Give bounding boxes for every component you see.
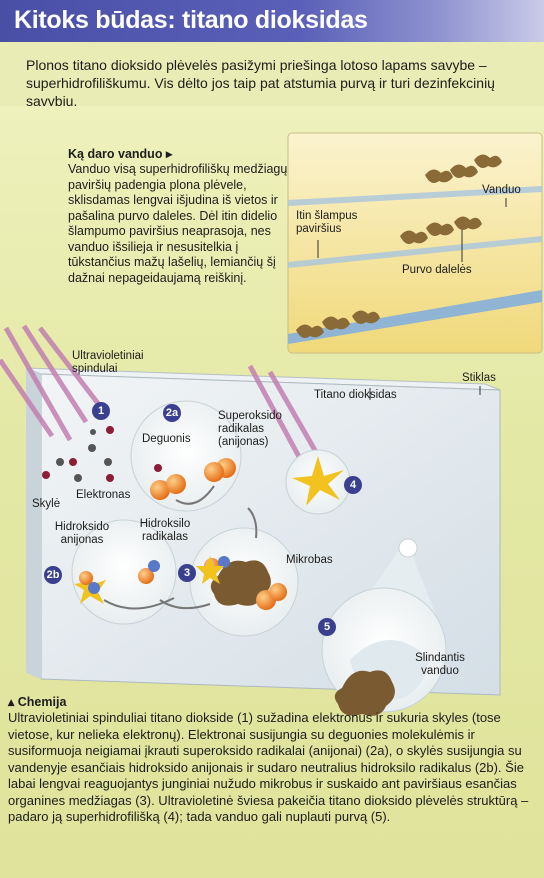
- step-badge-1: 1: [92, 402, 110, 420]
- bubble-microbe: [189, 527, 299, 637]
- electron-hole-pairs: [42, 426, 114, 482]
- label-oxygen: Deguonis: [142, 433, 191, 445]
- dirt-particle-icon: [454, 216, 482, 230]
- label-sliding-water: Slindantis vanduo: [415, 652, 465, 677]
- label-hydroxyl-radical: Hidroksilo radikalas: [139, 518, 191, 543]
- label-uv: Ultravioletiniai spindulai: [72, 350, 144, 375]
- water-inset: [287, 132, 543, 354]
- step-badge-5: 5: [318, 618, 336, 636]
- microbe-icon: [210, 560, 271, 606]
- step-badge-3: 3: [178, 564, 196, 582]
- process-arrows: [159, 507, 258, 610]
- label-wet-surface: Itin šlampus paviršius: [296, 210, 358, 235]
- chemistry-body: Ultravioletiniai spinduliai titano dioks…: [8, 710, 529, 824]
- dirt-clump-icon: [334, 670, 395, 716]
- dirt-particle-icon: [474, 154, 502, 168]
- dirt-particle-icon: [450, 164, 478, 178]
- label-microbe: Mikrobas: [286, 554, 333, 566]
- label-tio2: Titano dioksidas: [314, 389, 397, 401]
- step-badge-2b: 2b: [44, 566, 62, 584]
- intro-text: Plonos titano dioksido plėvelės pasižymi…: [26, 57, 495, 109]
- label-hole: Skylė: [32, 498, 61, 510]
- bubble-sliding-water: [321, 538, 447, 716]
- label-glass: Stiklas: [462, 372, 496, 384]
- bubble-hydroxyl: [71, 519, 177, 625]
- label-dirt: Purvo dalelės: [402, 264, 472, 276]
- bubble-superhydrophilic: [285, 449, 351, 515]
- title-bar: [0, 0, 544, 42]
- label-superoxide: Superoksido radikalas (anijonas): [218, 410, 282, 448]
- water-section-heading: Ką daro vanduo ▸: [68, 147, 173, 161]
- bubble-superoxide: [130, 400, 242, 512]
- triangle-up-icon: ▴: [8, 695, 15, 709]
- chemistry-heading: ▴ Chemija: [8, 695, 67, 709]
- dirt-particle-icon: [322, 316, 350, 330]
- dirt-particle-icon: [296, 324, 324, 338]
- step-badge-2a: 2a: [163, 404, 181, 422]
- label-electron: Elektronas: [76, 489, 131, 501]
- uv-arrows: [0, 324, 321, 494]
- water-section-body: Vanduo visą superhidrofiliškų medžiagų p…: [68, 162, 288, 285]
- dirt-particle-icon: [352, 310, 380, 324]
- label-water: Vanduo: [482, 184, 521, 196]
- dirt-particle-icon: [425, 169, 453, 183]
- page-title: Kitoks būdas: titano dioksidas: [14, 6, 368, 34]
- triangle-right-icon: ▸: [165, 147, 173, 161]
- dirt-particle-icon: [400, 230, 428, 244]
- dirt-particle-icon: [426, 222, 454, 236]
- label-hydroxide-anion: Hidroksido anijonas: [54, 521, 110, 546]
- step-badge-4: 4: [344, 476, 362, 494]
